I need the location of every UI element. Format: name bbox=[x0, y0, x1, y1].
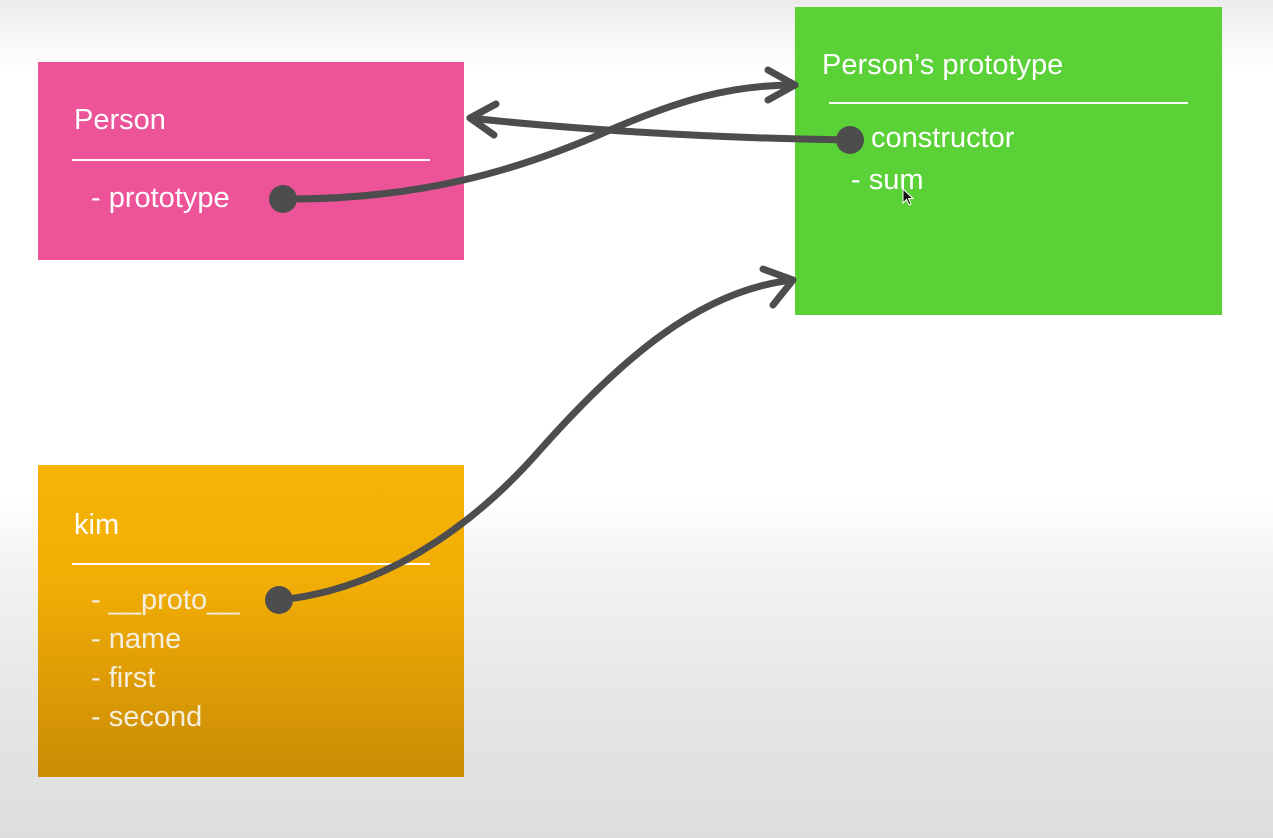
kim-item-name: - name bbox=[91, 623, 182, 655]
kim-box: kim - __proto__ - name - first - second bbox=[38, 465, 464, 777]
prototype-item-sum: - sum bbox=[851, 164, 924, 196]
person-box: Person - prototype bbox=[38, 62, 464, 260]
kim-divider bbox=[72, 563, 430, 565]
prototype-title: Person’s prototype bbox=[822, 49, 1064, 81]
kim-item-proto: - __proto__ bbox=[91, 584, 240, 616]
person-item-prototype: - prototype bbox=[91, 182, 230, 214]
arrowhead-proto-1 bbox=[764, 66, 799, 104]
kim-title: kim bbox=[74, 509, 120, 541]
prototype-item-constructor: constructor bbox=[871, 122, 1015, 154]
prototype-box: Person’s prototype constructor - sum bbox=[795, 7, 1222, 315]
arrowhead-person bbox=[466, 100, 500, 139]
kim-item-second: - second bbox=[91, 701, 203, 733]
arrowhead-proto-2 bbox=[759, 265, 797, 309]
person-divider bbox=[72, 159, 430, 161]
arrow-constructor-to-person bbox=[466, 114, 854, 144]
prototype-divider bbox=[829, 102, 1188, 104]
person-title: Person bbox=[74, 104, 166, 136]
mouse-cursor-icon bbox=[902, 188, 915, 206]
kim-item-first: - first bbox=[91, 662, 156, 694]
